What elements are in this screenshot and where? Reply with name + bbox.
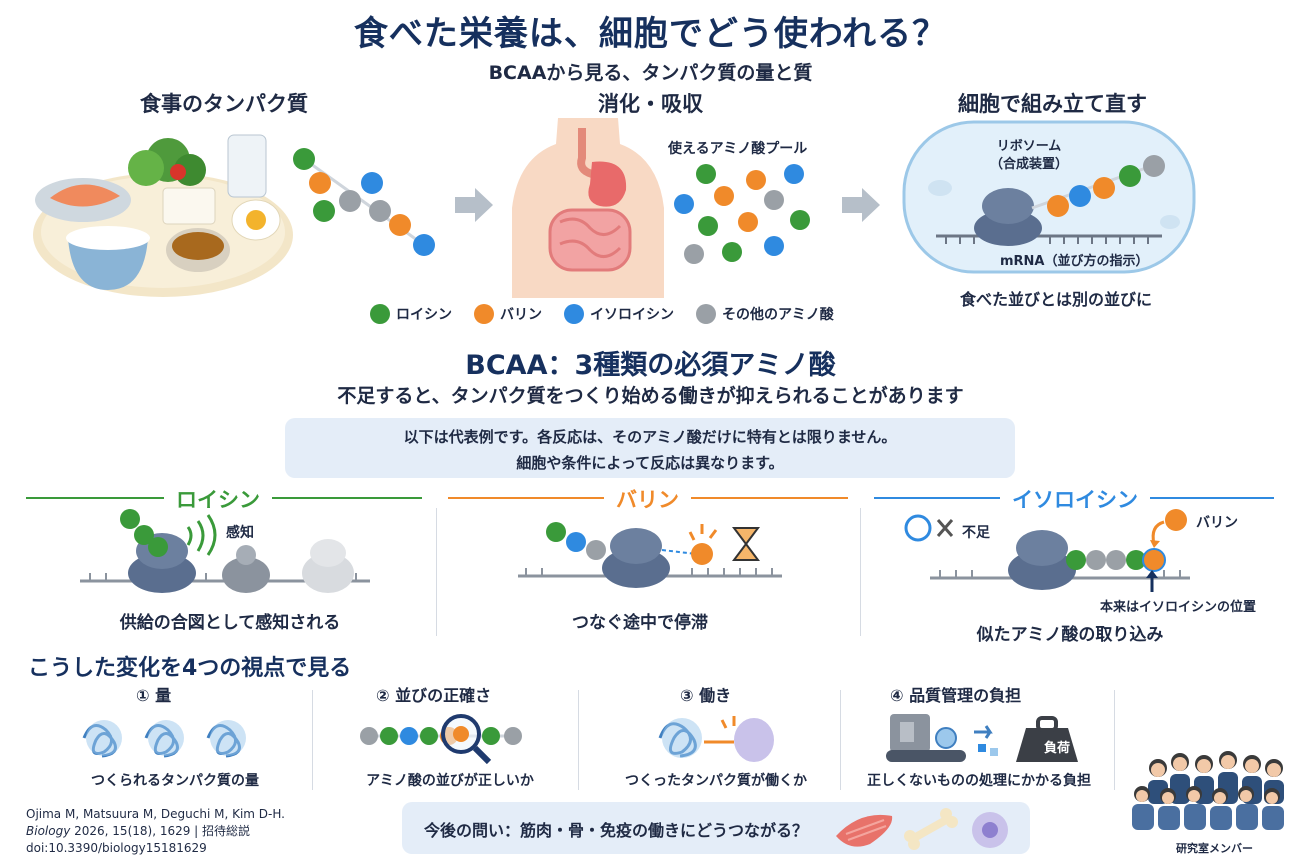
ribosome-label: リボソーム bbox=[996, 139, 1062, 154]
perspective-4-title: ④ 品質管理の負担 bbox=[890, 686, 1022, 705]
note-line-1: 以下は代表例です。各反応は、そのアミノ酸だけに特有とは限りません。 bbox=[403, 428, 897, 446]
weight-icon bbox=[1016, 728, 1078, 762]
valine-dot-icon bbox=[474, 304, 494, 324]
legend-item-other: その他のアミノ酸 bbox=[696, 304, 834, 324]
digest-title: 消化・吸収 bbox=[598, 92, 703, 116]
perspective-3-caption: つくったタンパク質が働くか bbox=[625, 773, 807, 789]
body-icons bbox=[836, 808, 1008, 850]
target-protein-icon bbox=[734, 718, 774, 762]
meal-title: 食事のタンパク質 bbox=[140, 92, 308, 116]
legend-item-leucine: ロイシン bbox=[370, 304, 452, 324]
ribosome-sublabel: （合成装置） bbox=[990, 157, 1069, 172]
intestine-icon bbox=[548, 208, 632, 272]
perspective-2-caption: アミノ酸の並びが正しいか bbox=[366, 773, 534, 789]
perspective-4-caption: 正しくないものの処理にかかる負担 bbox=[867, 773, 1091, 789]
shortage-circle-icon bbox=[904, 514, 932, 542]
bcaa-title: BCAA：3種類の必須アミノ酸 bbox=[465, 350, 836, 381]
divider bbox=[1114, 690, 1115, 790]
leucine-dot-icon bbox=[370, 304, 390, 324]
pool-label: 使えるアミノ酸プール bbox=[668, 141, 808, 157]
question-text: 今後の問い：筋肉・骨・免疫の働きにどうつながる？ bbox=[424, 821, 809, 840]
arrow-right-icon bbox=[455, 188, 493, 222]
shortage-label: 不足 bbox=[962, 525, 990, 541]
position-label: 本来はイソロイシンの位置 bbox=[1100, 600, 1257, 615]
mrna-label: mRNA（並び方の指示） bbox=[1000, 254, 1149, 269]
isoleucine-illustration bbox=[904, 509, 1190, 592]
valine-illustration bbox=[518, 522, 782, 588]
protein-quantity-icon bbox=[82, 720, 246, 758]
cell-illustration bbox=[902, 120, 1196, 274]
arrow-right-icon bbox=[842, 188, 880, 222]
isoleucine-caption: 似たアミノ酸の取り込み bbox=[976, 625, 1164, 645]
divider bbox=[860, 508, 861, 636]
cell-title: 細胞で組み立て直す bbox=[958, 92, 1147, 116]
cross-icon bbox=[936, 519, 954, 537]
rice-bowl-icon bbox=[68, 238, 148, 290]
page-title: 食べた栄養は、細胞でどう使われる？ bbox=[353, 14, 948, 54]
amino-legend: ロイシン バリン イソロイシン その他のアミノ酸 bbox=[370, 304, 970, 324]
perspective-1-caption: つくられるタンパク質の量 bbox=[91, 773, 259, 789]
bone-icon bbox=[904, 808, 958, 850]
divider bbox=[312, 690, 313, 790]
leucine-caption: 供給の合図として感知される bbox=[119, 613, 341, 633]
bcaa-subtitle: 不足すると、タンパク質をつくり始める働きが抑えられることがあります bbox=[337, 385, 964, 407]
meal-illustration bbox=[33, 134, 293, 297]
divider bbox=[840, 690, 841, 790]
perspective-2-title: ② 並びの正確さ bbox=[376, 686, 492, 705]
amino-pool bbox=[674, 164, 810, 264]
valine-title: バリン bbox=[604, 484, 691, 514]
hourglass-icon bbox=[732, 527, 760, 561]
citation-doi: doi:10.3390/biology15181629 bbox=[26, 841, 207, 855]
isoleucine-dot-icon bbox=[564, 304, 584, 324]
lab-members-illustration bbox=[1132, 751, 1284, 830]
citation-authors: Ojima M, Matsuura M, Deguchi M, Kim D-H. bbox=[26, 807, 285, 821]
protein-function-icon bbox=[658, 716, 774, 762]
signal-waves-icon bbox=[186, 514, 217, 556]
legend-item-valine: バリン bbox=[474, 304, 542, 324]
sense-label: 感知 bbox=[226, 525, 254, 541]
tomato-icon bbox=[170, 164, 186, 180]
other-amino-dot-icon bbox=[696, 304, 716, 324]
conveyor-icon bbox=[886, 750, 966, 762]
perspective-1-title: ① 量 bbox=[136, 686, 172, 705]
cell-caption: 食べた並びとは別の並びに bbox=[960, 290, 1153, 309]
valine-caption: つなぐ途中で停滞 bbox=[572, 613, 708, 633]
perspective-3-title: ③ 働き bbox=[680, 686, 732, 705]
milk-glass-icon bbox=[227, 134, 267, 198]
lab-label: 研究室メンバー bbox=[1176, 842, 1253, 855]
natto-icon bbox=[172, 232, 224, 260]
stomach-icon bbox=[588, 161, 627, 207]
divider bbox=[436, 508, 437, 636]
sequence-accuracy-icon bbox=[360, 714, 522, 764]
egg-icon bbox=[246, 210, 266, 230]
quality-control-icon bbox=[886, 714, 1078, 762]
valine-substitute-label: バリン bbox=[1196, 515, 1238, 531]
citation: Ojima M, Matsuura M, Deguchi M, Kim D-H.… bbox=[26, 806, 285, 857]
food-amino-chain bbox=[293, 148, 435, 256]
leucine-title: ロイシン bbox=[164, 484, 272, 514]
page-subtitle: BCAAから見る、タンパク質の量と質 bbox=[488, 62, 813, 84]
note-line-2: 細胞や条件によって反応は異なります。 bbox=[516, 454, 784, 472]
tofu-icon bbox=[162, 187, 216, 225]
sensor-icon bbox=[222, 557, 270, 593]
note-box: 以下は代表例です。各反応は、そのアミノ酸だけに特有とは限りません。 細胞や条件に… bbox=[285, 418, 1015, 478]
isoleucine-title: イソロイシン bbox=[1000, 484, 1150, 514]
perspectives-title: こうした変化を4つの視点で見る bbox=[28, 656, 352, 681]
weight-label: 負荷 bbox=[1043, 741, 1070, 756]
citation-source: Biology 2026, 15(18), 1629 | 招待総説 bbox=[26, 824, 251, 838]
inactive-sensor-icon bbox=[302, 553, 354, 593]
legend-item-isoleucine: イソロイシン bbox=[564, 304, 674, 324]
digestive-system-illustration bbox=[512, 118, 664, 298]
divider bbox=[578, 690, 579, 790]
salmon-icon bbox=[50, 184, 120, 207]
leucine-illustration bbox=[80, 509, 370, 593]
